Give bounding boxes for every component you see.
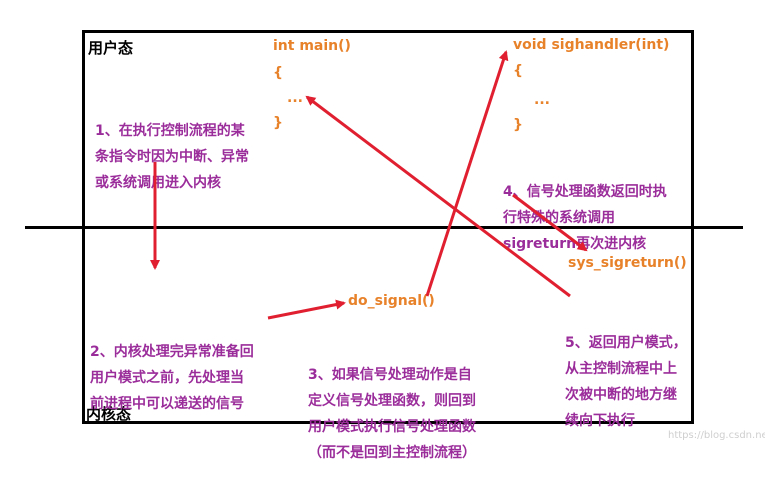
sighandler-signature: void sighandler(int) bbox=[513, 37, 670, 53]
arrow-to-sighandler bbox=[425, 50, 509, 297]
do-signal-label: do_signal() bbox=[348, 293, 435, 309]
sighandler-close-brace: } bbox=[513, 117, 523, 133]
main-open-brace: { bbox=[273, 65, 283, 81]
main-body-ellipsis: ... bbox=[287, 90, 303, 106]
sys-sigreturn-label: sys_sigreturn() bbox=[568, 255, 687, 271]
step-5-text: 5、返回用户模式，从主控制流程中上次被中断的地方继续向下执行 bbox=[565, 335, 687, 429]
arrow-to-do-signal bbox=[267, 299, 346, 320]
flow-arrows bbox=[150, 50, 588, 320]
arrow-to-sys-sigreturn bbox=[512, 193, 588, 252]
watermark-text: https://blog.csdn.ne bbox=[668, 430, 765, 441]
mode-boundary-line bbox=[25, 226, 743, 229]
step-2-text: 2、内核处理完异常准备回用户模式之前，先处理当前进程中可以递送的信号 bbox=[90, 344, 254, 412]
kernel-mode-label: 内核态 bbox=[86, 405, 132, 423]
main-function-signature: int main() bbox=[273, 38, 351, 54]
user-mode-label: 用户态 bbox=[88, 39, 134, 57]
main-close-brace: } bbox=[273, 115, 283, 131]
step-3-text: 3、如果信号处理动作是自定义信号处理函数，则回到用户模式执行信号处理函数（而不是… bbox=[308, 367, 476, 461]
sighandler-body-ellipsis: ... bbox=[534, 92, 550, 108]
step-1-text: 1、在执行控制流程的某条指令时因为中断、异常或系统调用进入内核 bbox=[95, 123, 249, 191]
sighandler-open-brace: { bbox=[513, 63, 523, 79]
arrow-return-to-main bbox=[305, 95, 571, 298]
